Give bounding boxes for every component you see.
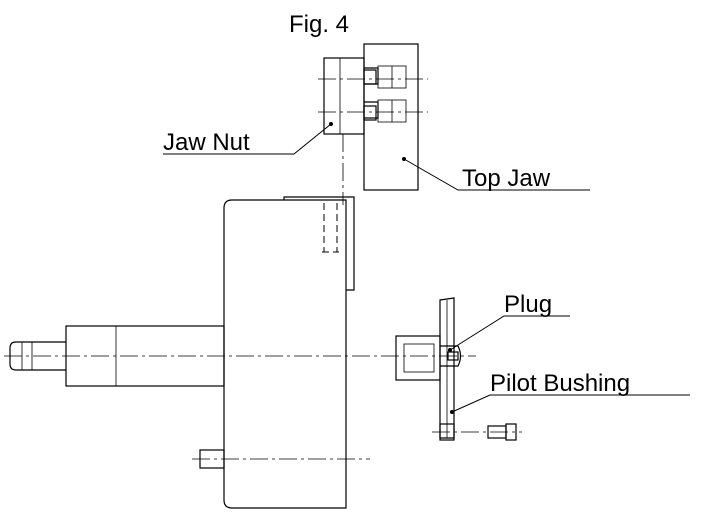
top-jaw [363, 43, 419, 191]
pilot-bushing-leader-dot [450, 410, 454, 414]
jaw-nut-leader-dot [329, 122, 333, 126]
pilot-bushing-plate [439, 297, 455, 439]
pilot-bushing-leader [451, 394, 690, 413]
jaw-nut-leader [163, 123, 332, 155]
chuck-body [223, 196, 355, 509]
top-jaw-label: Top Jaw [462, 165, 551, 192]
jaw-nut [323, 57, 377, 135]
pilot-bushing-label: Pilot Bushing [490, 370, 630, 397]
top-jaw-leader [403, 158, 590, 191]
plug [395, 335, 462, 381]
plug-leader [449, 315, 570, 351]
jaw-nut-label: Jaw Nut [163, 129, 250, 156]
figure-title: Fig. 4 [289, 11, 349, 38]
plug-label: Plug [504, 291, 552, 318]
plug-leader-dot [448, 348, 452, 352]
top-jaw-leader-dot [402, 157, 406, 161]
